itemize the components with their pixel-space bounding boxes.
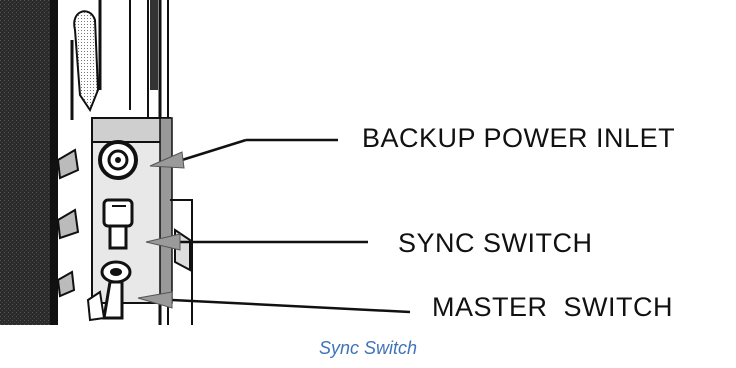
leader-backup — [149, 138, 338, 169]
callout-label-backup-power-inlet: BACKUP POWER INLET — [362, 123, 676, 153]
backup-power-inlet — [98, 140, 138, 180]
cabinet-side-panel — [0, 0, 50, 325]
equipment-illustration — [0, 0, 411, 325]
callout-label-master-switch: MASTER SWITCH — [432, 292, 673, 322]
callout-label-sync-switch: SYNC SWITCH — [398, 228, 593, 258]
leader-sync — [145, 233, 368, 251]
cable — [73, 10, 100, 113]
leader-master — [137, 291, 411, 314]
sync-switch — [102, 198, 134, 250]
master-switch — [86, 260, 132, 322]
figure-caption: Sync Switch — [318, 338, 418, 358]
sync-switch-figure: BACKUP POWER INLET SYNC SWITCH MASTER SW… — [0, 0, 676, 325]
